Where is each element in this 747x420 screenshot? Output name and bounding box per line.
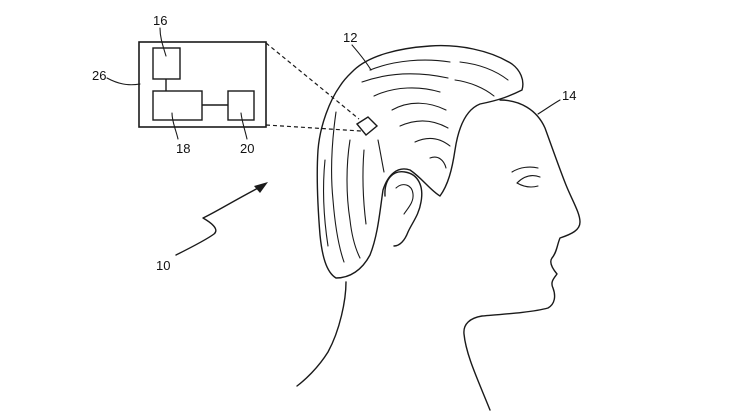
- enlarged-view: [138, 41, 267, 128]
- leader-14: [537, 99, 561, 115]
- hair-strand: [346, 139, 361, 259]
- arrow-head: [254, 182, 268, 193]
- scalp-device: [355, 116, 379, 136]
- hair-strand: [459, 61, 509, 81]
- back-of-neck: [296, 281, 347, 387]
- leader-12: [351, 44, 372, 71]
- label-16: 16: [153, 13, 167, 28]
- leader-16: [159, 27, 167, 57]
- label-20: 20: [240, 141, 254, 156]
- hair-outline: [316, 44, 524, 279]
- hair-strand: [323, 159, 329, 247]
- label-26: 26: [92, 68, 106, 83]
- leader-18: [171, 112, 179, 140]
- hair: [316, 44, 524, 279]
- hair-strand: [369, 59, 451, 71]
- hair-strand: [331, 111, 345, 263]
- projection-line-bottom: [265, 124, 362, 132]
- system-arrow: [175, 182, 268, 256]
- label-18: 18: [176, 141, 190, 156]
- face-profile: [463, 99, 581, 411]
- ear-inner: [395, 184, 414, 215]
- label-14: 14: [562, 88, 576, 103]
- hair-strand: [361, 73, 449, 83]
- label-10: 10: [156, 258, 170, 273]
- hair-strand: [362, 149, 367, 225]
- head-outline: [296, 99, 581, 411]
- hair-strand: [454, 79, 495, 97]
- eye-lower: [516, 182, 539, 188]
- hair-strand: [391, 102, 447, 111]
- leader-26: [106, 77, 141, 86]
- leader-20: [240, 112, 248, 140]
- projection-line-top: [265, 42, 360, 120]
- hair-strand: [429, 156, 447, 169]
- hair-strand: [373, 87, 441, 97]
- label-12: 12: [343, 30, 357, 45]
- ear: [384, 171, 423, 247]
- hair-strand: [377, 139, 385, 173]
- eye-brow: [511, 166, 539, 173]
- hair-strand: [399, 120, 449, 129]
- eye: [516, 175, 541, 184]
- hair-strand: [414, 137, 451, 147]
